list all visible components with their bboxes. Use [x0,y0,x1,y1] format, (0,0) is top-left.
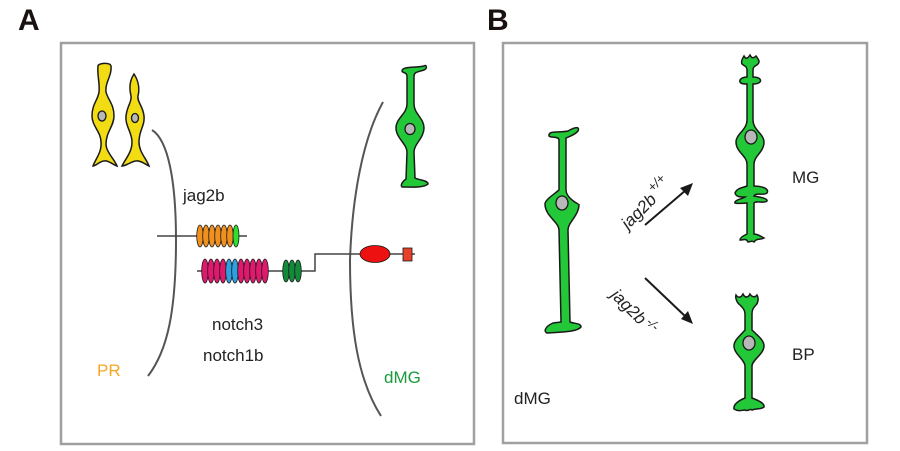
receptor-ankyrin-domain [359,245,391,263]
ligand-domains [196,224,240,248]
bp-outcome-cell [733,292,765,412]
panel-a-letter: A [18,4,40,37]
receptor-lnr-repeat [294,259,302,283]
upper-condition-gene: jag2b [616,190,660,234]
lower-condition-label: jag2b -/- [606,284,663,334]
upper-arrow [644,183,693,226]
bp-outcome-label: BP [792,345,815,364]
upper-condition-label: jag2b +/+ [616,170,668,234]
receptor-label-notch3: notch3 [212,315,263,334]
dmg-membrane [348,101,384,417]
photoreceptor-cell-1 [91,62,119,168]
panel-a-frame [59,41,476,446]
receptor-pest-domain [402,247,413,262]
ligand-egf-repeat [226,224,234,248]
ligand-dsl-domain [232,224,240,248]
lower-condition-gene: jag2b [606,284,650,328]
receptor-label-notch1b: notch1b [203,346,264,365]
dmg-cell-panel-a [395,64,429,188]
mg-outcome-cell [734,53,769,244]
mg-outcome-label: MG [792,168,819,187]
pr-membrane [147,129,178,377]
receptor-egf-repeat [261,258,269,284]
panel-b-letter: B [487,4,509,37]
dmg-source-label: dMG [514,389,551,408]
dmg-source-cell [544,126,582,334]
ligand-label: jag2b [182,186,225,205]
panel-b-frame [501,41,869,445]
upper-condition-genotype: +/+ [644,170,668,194]
lower-arrow [644,277,693,324]
dmg-cell-label-panel-a: dMG [384,368,421,387]
photoreceptor-cell-2 [120,72,151,168]
pr-cell-label: PR [97,361,121,380]
receptor-domains [201,245,413,284]
